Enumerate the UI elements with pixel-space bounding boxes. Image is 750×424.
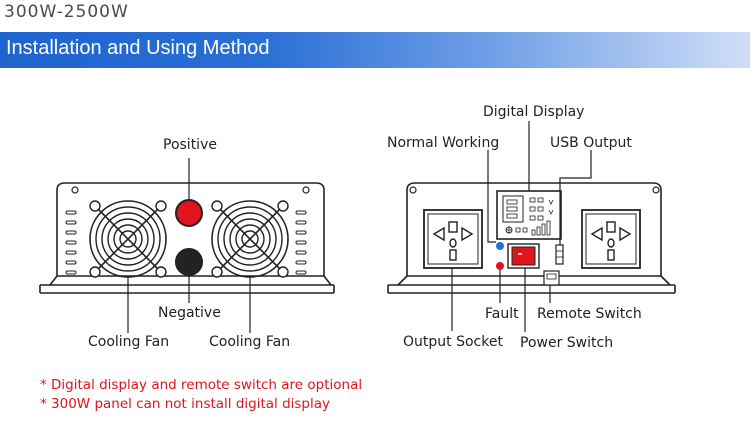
- section-banner: Installation and Using Method: [0, 32, 750, 68]
- negative-terminal: [175, 248, 203, 276]
- cooling-fan-left-label: Cooling Fan: [88, 334, 170, 350]
- digital-display: [496, 190, 562, 240]
- usb-output-label: USB Output: [550, 135, 632, 151]
- power-switch-label: Power Switch: [520, 335, 614, 351]
- remote-switch-port: [543, 270, 560, 286]
- normal-working-led: [496, 242, 504, 250]
- note-300w: * 300W panel can not install digital dis…: [40, 396, 331, 412]
- cooling-fan-left-icon: [89, 200, 167, 278]
- output-socket-right-icon: [581, 209, 641, 269]
- dc-input-panel: [39, 158, 335, 333]
- fault-led: [496, 262, 504, 270]
- note-optional: * Digital display and remote switch are …: [40, 377, 363, 393]
- cooling-fan-right-icon: [211, 200, 289, 278]
- ac-output-panel: [387, 121, 676, 332]
- output-socket-left-icon: [423, 209, 483, 269]
- usb-output-port: [555, 244, 564, 265]
- positive-terminal: [175, 199, 203, 227]
- section-title: Installation and Using Method: [6, 37, 270, 59]
- normal-working-label: Normal Working: [387, 135, 500, 151]
- digital-display-label: Digital Display: [483, 104, 585, 120]
- power-range-title: 300W-2500W: [4, 2, 129, 22]
- fault-label: Fault: [485, 306, 519, 322]
- negative-label: Negative: [158, 305, 221, 321]
- positive-label: Positive: [163, 137, 217, 153]
- remote-switch-label: Remote Switch: [537, 306, 642, 322]
- cooling-fan-right-label: Cooling Fan: [209, 334, 291, 350]
- output-socket-label: Output Socket: [403, 334, 503, 350]
